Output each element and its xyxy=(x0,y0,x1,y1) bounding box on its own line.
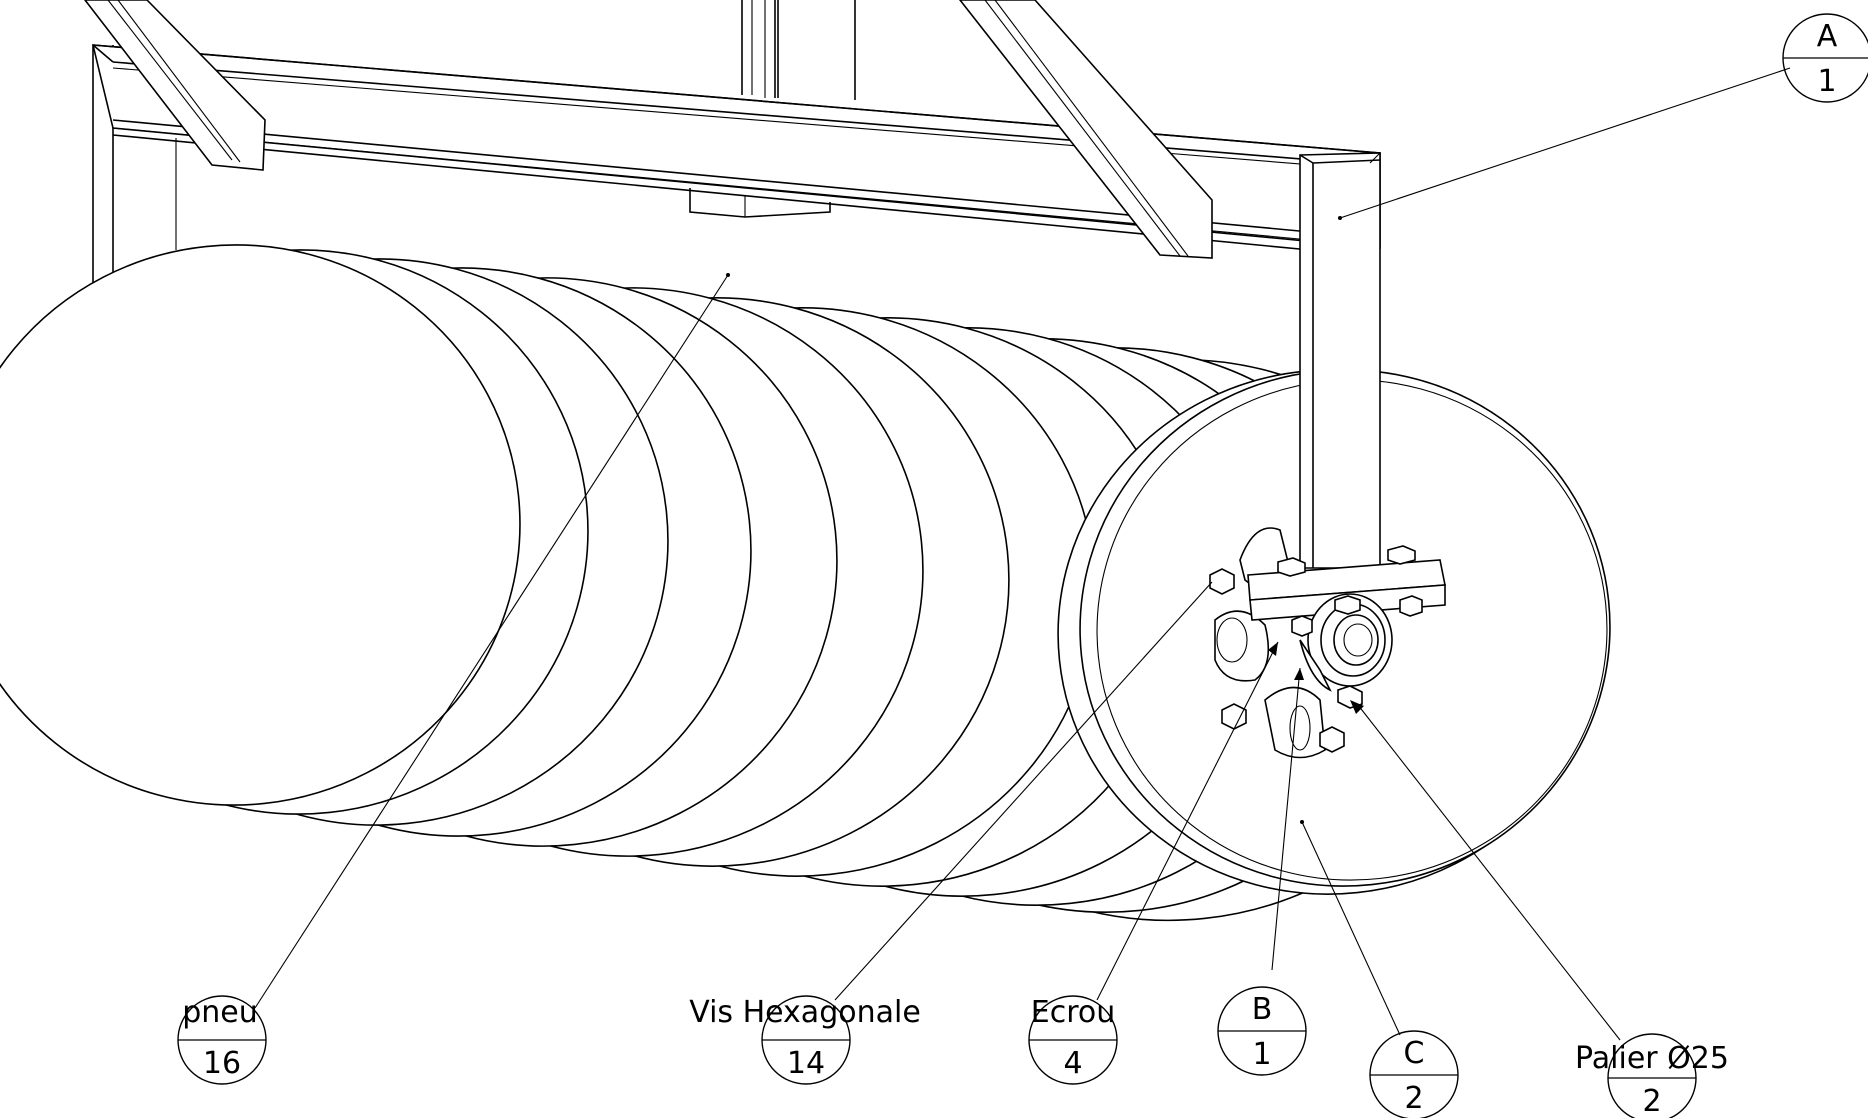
leader-lines xyxy=(254,67,1791,1041)
balloon-quantity-text: 1 xyxy=(1252,1037,1271,1072)
leader-ecrou xyxy=(1096,641,1279,1001)
balloon-B: B1 xyxy=(1217,986,1307,1076)
balloon-part-name: Ecrou xyxy=(1031,995,1116,1030)
leader-dot-A xyxy=(1338,216,1342,220)
leader-dot-C xyxy=(1300,820,1304,824)
balloon-top-text: A xyxy=(1817,19,1838,54)
balloon-vis: Vis Hexagonale 14 xyxy=(689,995,921,1085)
balloon-top-text: C xyxy=(1404,1036,1425,1071)
balloon-ecrou: Ecrou 4 xyxy=(1028,995,1118,1085)
roller-discs xyxy=(0,244,1611,922)
balloon-quantity-text: 2 xyxy=(1404,1081,1423,1116)
left-diagonal-brace xyxy=(83,0,266,171)
balloon-quantity-text: 4 xyxy=(1063,1046,1082,1081)
balloon-C: C2 xyxy=(1369,1030,1459,1118)
balloon-quantity-text: 16 xyxy=(203,1046,241,1081)
leader-A xyxy=(1339,67,1791,219)
balloon-quantity-text: 14 xyxy=(787,1046,825,1081)
balloon-palier: Palier Ø25 2 xyxy=(1575,1033,1729,1118)
balloon-quantity-text: 1 xyxy=(1817,64,1836,99)
balloon-quantity-text: 2 xyxy=(1642,1084,1661,1118)
center-post xyxy=(741,0,856,100)
leader-B xyxy=(1271,667,1301,971)
leader-C xyxy=(1301,821,1401,1036)
balloon-pneu: pneu 16 xyxy=(177,995,267,1085)
balloon-part-name: Palier Ø25 xyxy=(1575,1041,1729,1076)
balloon-part-name: Vis Hexagonale xyxy=(689,995,921,1030)
leader-pneu xyxy=(254,274,729,1009)
balloon-top-text: B xyxy=(1252,992,1273,1027)
right-diagonal-brace xyxy=(958,0,1213,259)
balloon-part-name: pneu xyxy=(182,995,258,1030)
leader-vis xyxy=(834,581,1213,1001)
leader-palier xyxy=(1357,704,1621,1041)
balloon-A: A1 xyxy=(1782,13,1868,103)
leader-dot-pneu xyxy=(726,273,730,277)
right-leg xyxy=(1299,152,1381,569)
